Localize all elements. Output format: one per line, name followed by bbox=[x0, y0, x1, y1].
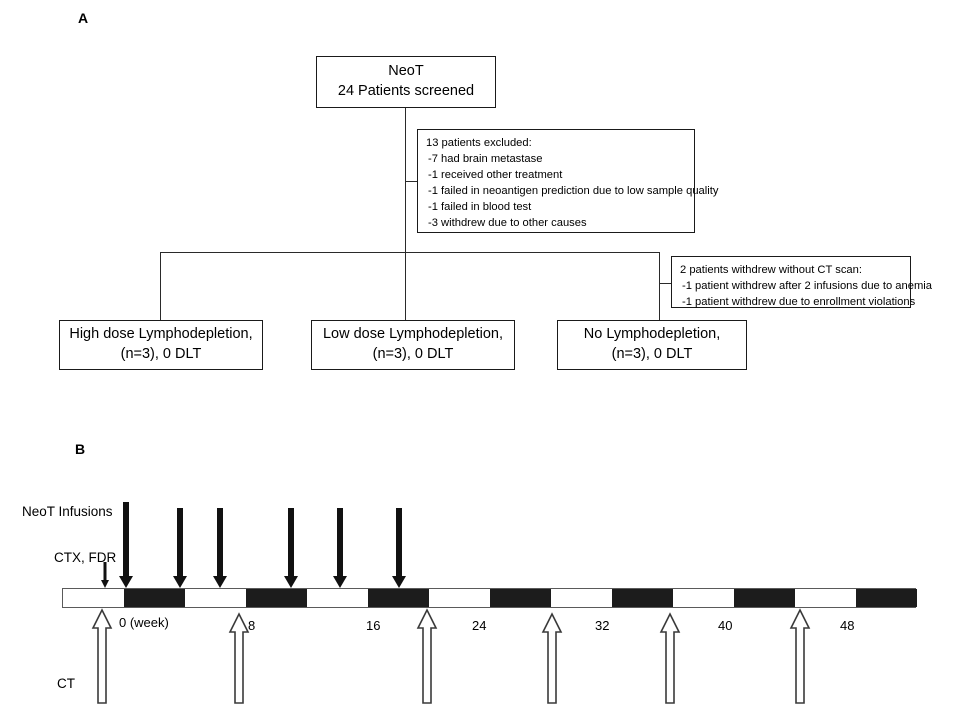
timeline-tick-16: 16 bbox=[366, 618, 381, 633]
timeline-label-infusions: NeoT Infusions bbox=[22, 504, 113, 519]
timeline-tick-40: 40 bbox=[718, 618, 733, 633]
timeline-label-conditioning: CTX, FDR bbox=[54, 550, 117, 565]
panel-a-label: A bbox=[78, 10, 89, 26]
infusion-arrow-icon-5 bbox=[332, 508, 348, 588]
flowchart-arm-box-high-dose: High dose Lymphodepletion, (n=3), 0 DLT bbox=[59, 320, 263, 370]
connector-split-horizontal bbox=[160, 252, 660, 254]
ct-arrow-icon-2 bbox=[228, 612, 250, 705]
ct-arrow-icon-3 bbox=[416, 608, 438, 705]
excluded-item-4: -1 failed in blood test bbox=[428, 200, 532, 213]
connector-arm-1-leg bbox=[160, 252, 162, 320]
timeline-segment-dark-1 bbox=[124, 589, 185, 607]
timeline-segment-dark-7 bbox=[856, 589, 917, 607]
connector-trunk-vertical bbox=[405, 108, 407, 252]
ct-arrow-icon-6 bbox=[789, 608, 811, 705]
timeline-segment-dark-3 bbox=[368, 589, 429, 607]
arm-2-line-1: Low dose Lymphodepletion, bbox=[322, 326, 504, 343]
arm-2-line-2: (n=3), 0 DLT bbox=[372, 346, 454, 362]
panel-b-label: B bbox=[75, 441, 86, 457]
flowchart-withdrew-box: 2 patients withdrew without CT scan: -1 … bbox=[671, 256, 932, 308]
timeline-segment-dark-6 bbox=[734, 589, 795, 607]
arm-3-line-1: No Lymphodepletion, bbox=[583, 326, 721, 343]
connector-withdrew-stub bbox=[659, 283, 671, 285]
excluded-item-3: -1 failed in neoantigen prediction due t… bbox=[428, 184, 719, 197]
timeline-tick-32: 32 bbox=[595, 618, 610, 633]
flowchart-arm-box-no-depletion: No Lymphodepletion, (n=3), 0 DLT bbox=[557, 320, 747, 370]
connector-arm-3-leg bbox=[659, 252, 661, 320]
excluded-header: 13 patients excluded: bbox=[426, 137, 532, 149]
withdrew-item-2: -1 patient withdrew due to enrollment vi… bbox=[682, 295, 916, 308]
ct-arrow-icon-5 bbox=[659, 612, 681, 705]
flowchart-root-box: NeoT 24 Patients screened bbox=[316, 56, 496, 108]
infusion-arrow-icon-2 bbox=[172, 508, 188, 588]
root-line-1: NeoT bbox=[388, 63, 424, 80]
timeline-tick-48: 48 bbox=[840, 618, 855, 633]
timeline-tick-8: 8 bbox=[248, 618, 256, 633]
connector-arm-2-leg bbox=[405, 252, 407, 320]
timeline-segment-dark-2 bbox=[246, 589, 307, 607]
excluded-item-2: -1 received other treatment bbox=[428, 168, 563, 181]
timeline-segment-dark-5 bbox=[612, 589, 673, 607]
excluded-item-1: -7 had brain metastase bbox=[428, 152, 543, 165]
flowchart-arm-box-low-dose: Low dose Lymphodepletion, (n=3), 0 DLT bbox=[311, 320, 515, 370]
timeline-bar bbox=[62, 588, 917, 608]
excluded-item-5: -3 withdrew due to other causes bbox=[428, 216, 587, 229]
infusion-arrow-icon-1 bbox=[118, 502, 134, 588]
connector-excluded-stub bbox=[405, 181, 417, 183]
ct-arrow-icon-4 bbox=[541, 612, 563, 705]
ct-arrow-icon-1 bbox=[91, 608, 113, 705]
arm-1-line-1: High dose Lymphodepletion, bbox=[69, 326, 253, 343]
timeline-label-ct: CT bbox=[57, 676, 75, 691]
infusion-arrow-icon-4 bbox=[283, 508, 299, 588]
timeline-tick-24: 24 bbox=[472, 618, 487, 633]
timeline-tick-0: 0 (week) bbox=[119, 615, 169, 630]
flowchart-excluded-box: 13 patients excluded: -7 had brain metas… bbox=[417, 129, 718, 233]
timeline-segment-dark-4 bbox=[490, 589, 551, 607]
infusion-arrow-icon-6 bbox=[391, 508, 407, 588]
arm-1-line-2: (n=3), 0 DLT bbox=[120, 346, 202, 362]
arm-3-line-2: (n=3), 0 DLT bbox=[611, 346, 693, 362]
withdrew-header: 2 patients withdrew without CT scan: bbox=[680, 264, 862, 276]
root-line-2: 24 Patients screened bbox=[337, 83, 475, 99]
withdrew-item-1: -1 patient withdrew after 2 infusions du… bbox=[682, 279, 932, 292]
conditioning-arrow-icon bbox=[98, 562, 112, 588]
infusion-arrow-icon-3 bbox=[212, 508, 228, 588]
